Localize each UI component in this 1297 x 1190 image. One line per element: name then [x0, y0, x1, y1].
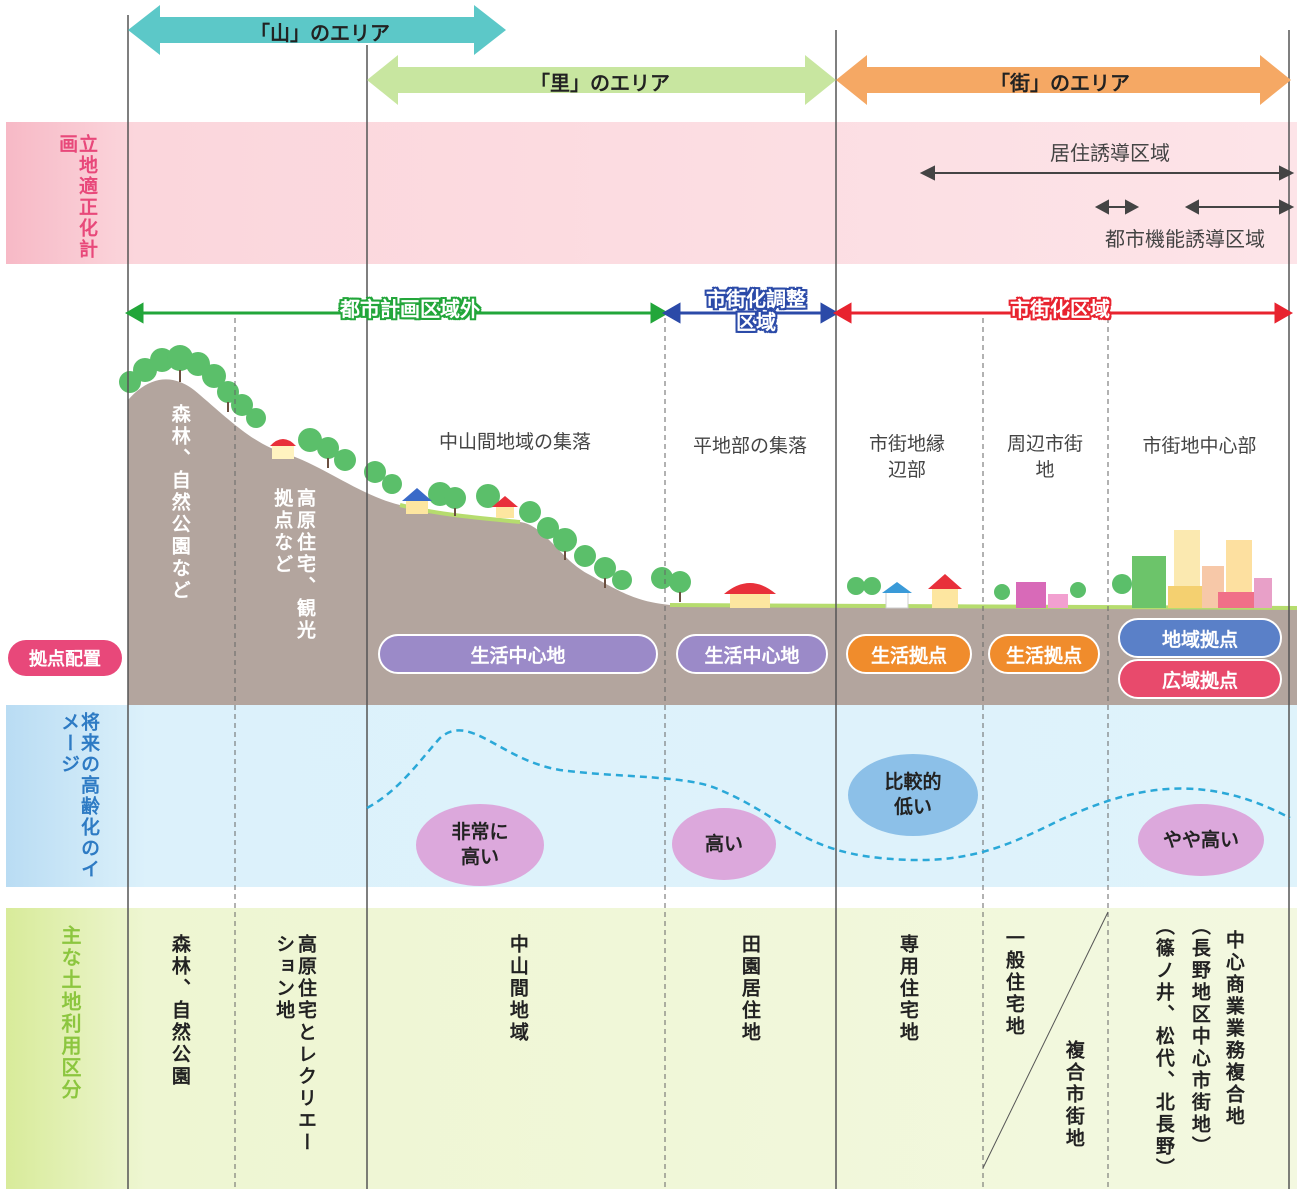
- village-arrow: [367, 55, 836, 105]
- urbanization-area-label: 市街化区域: [1010, 297, 1110, 321]
- flat-village-desc: 平地部の集落: [692, 435, 807, 457]
- surrounding-urban-desc: 周辺市街地: [1006, 433, 1083, 481]
- aging-very-high: 非常に高い: [416, 804, 544, 886]
- city-buildings: [1132, 530, 1272, 608]
- aging-curve: [366, 729, 1291, 862]
- landuse-general-residential: 一般住宅地: [1002, 928, 1025, 1038]
- aging-somewhat-high: やや高い: [1138, 804, 1264, 876]
- aging-relatively-low: 比較的低い: [848, 754, 978, 836]
- plan-band: [6, 122, 1297, 264]
- life-hub-pill-1: 生活拠点: [846, 634, 972, 674]
- landuse-mixed-urban: 複合市街地: [1062, 1040, 1085, 1150]
- houses: [270, 439, 1068, 609]
- plan-arrows: [919, 165, 1295, 215]
- life-center-pill-1: 生活中心地: [378, 634, 658, 674]
- hub-placement-label: 拠点配置: [8, 640, 122, 676]
- life-hub-pill-2: 生活拠点: [988, 634, 1100, 674]
- urbanization-control-label: 市街化調整区域: [706, 287, 806, 334]
- landuse-highland-recreation: 高原住宅とレクリエーション地: [273, 934, 317, 1154]
- mountain-village-desc: 中山間地域の集落: [438, 431, 591, 453]
- location-plan-label: 立地適正化計画: [56, 134, 98, 260]
- forest-desc: 森林、自然公園など: [168, 404, 191, 602]
- urban-edge-desc: 市街地縁辺部: [868, 433, 945, 481]
- mountain-arrow: [128, 5, 506, 55]
- aging-band: [6, 705, 1297, 887]
- landuse-commercial-mixed-note2: （篠ノ井、松代、北長野）: [1152, 916, 1175, 1180]
- landuse-exclusive-residential: 専用住宅地: [896, 934, 919, 1044]
- wide-area-hub-pill: 広域拠点: [1118, 659, 1282, 699]
- landuse-commercial-mixed: 中心商業業務複合地: [1222, 930, 1245, 1128]
- urban-function-induction-label: 都市機能誘導区域: [1105, 227, 1265, 251]
- town-area-label: 「街」のエリア: [990, 71, 1130, 95]
- trees: [119, 345, 1132, 600]
- hill-shape: [128, 379, 1297, 705]
- landuse-band: [6, 908, 1297, 1189]
- residential-induction-label: 居住誘導区域: [1050, 141, 1170, 165]
- landuse-forest-park: 森林、自然公園: [168, 934, 191, 1088]
- landuse-commercial-mixed-note1: （長野地区中心市街地）: [1188, 916, 1211, 1158]
- land-use-label: 主な土地利用区分: [58, 925, 82, 1101]
- aging-high: 高い: [672, 808, 776, 880]
- landuse-rural-residential: 田園居住地: [738, 934, 761, 1044]
- life-center-pill-2: 生活中心地: [676, 634, 828, 674]
- village-area-label: 「里」のエリア: [530, 71, 670, 95]
- mountain-area-label: 「山」のエリア: [250, 21, 390, 45]
- regional-hub-pill: 地域拠点: [1118, 618, 1282, 658]
- area-arrows: [128, 5, 1291, 105]
- town-arrow: [836, 55, 1291, 105]
- landuse-mountain-area: 中山間地域: [506, 934, 529, 1044]
- outside-city-planning-label: 都市計画区域外: [340, 297, 480, 321]
- aging-future-label: 将来の高齢化のイメージ: [58, 712, 100, 880]
- urban-center-desc: 市街地中心部: [1142, 435, 1257, 457]
- zone-arrows: [124, 302, 1294, 324]
- highland-desc: 高原住宅、観光拠点など: [271, 488, 316, 642]
